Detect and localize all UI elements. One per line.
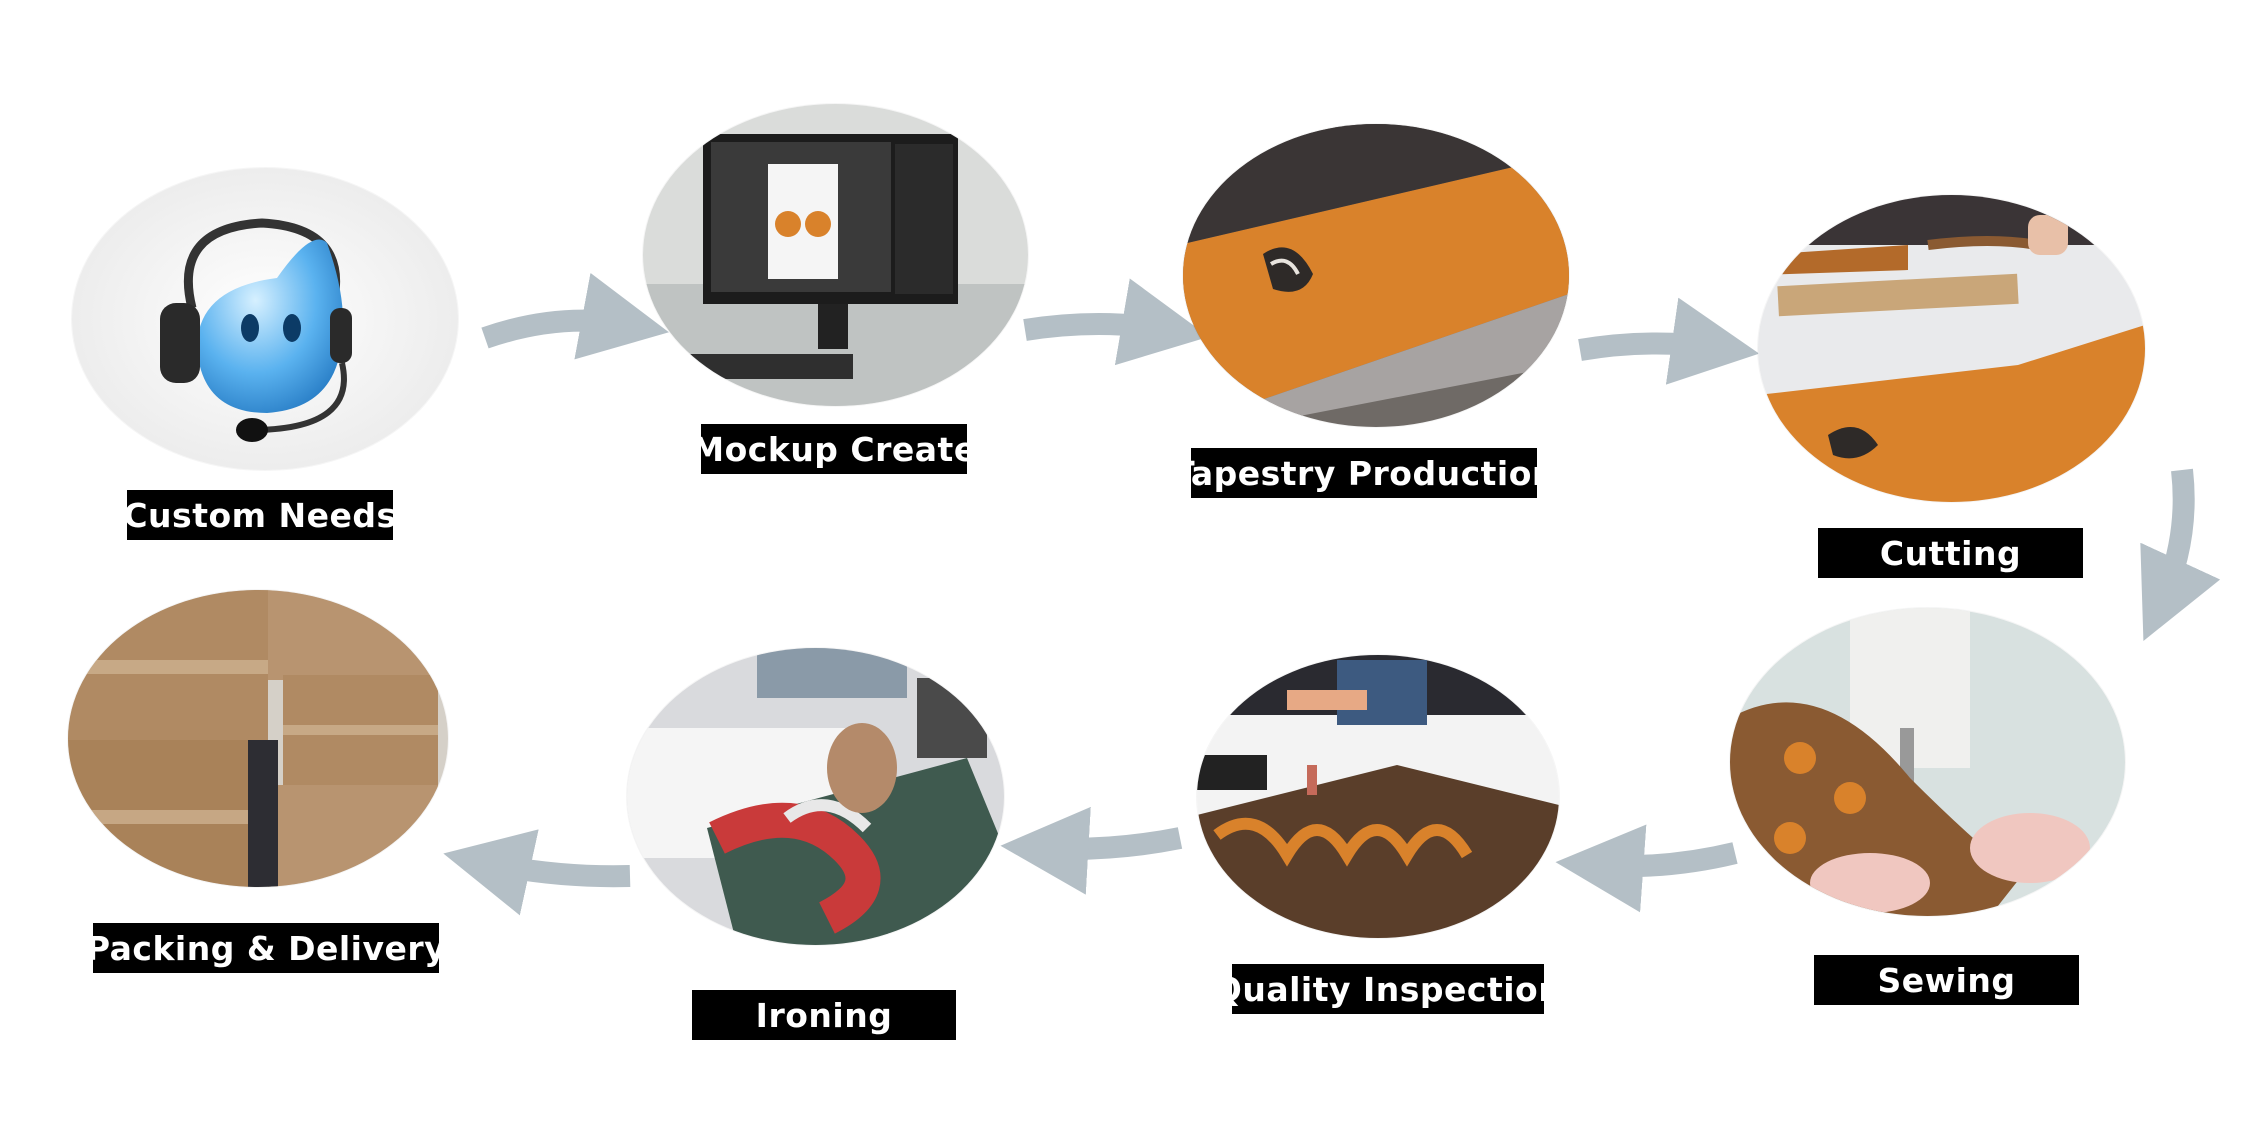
step-label: Tapestry Production bbox=[1172, 448, 1555, 498]
step-label: Packing & Delivery bbox=[86, 923, 446, 973]
ironing-fabric-image bbox=[627, 648, 1004, 945]
step-label: Custom Needs bbox=[123, 490, 396, 540]
step-label: Sewing bbox=[1814, 955, 2079, 1005]
arrow-7 bbox=[443, 829, 631, 916]
arrow-2 bbox=[1023, 278, 1210, 366]
design-monitor-image bbox=[643, 104, 1028, 406]
arrow-4 bbox=[2140, 468, 2221, 641]
cutting-fabric-image bbox=[1758, 195, 2145, 502]
step-label: Quality Inspection bbox=[1214, 964, 1562, 1014]
support-headset-mascot-image bbox=[72, 168, 458, 470]
arrow-5 bbox=[1555, 824, 1738, 913]
step-label: Ironing bbox=[692, 990, 956, 1040]
step-label: Mockup Create bbox=[691, 424, 976, 474]
sewing-machine-image bbox=[1730, 608, 2125, 916]
inspection-table-image bbox=[1197, 655, 1559, 938]
step-label: Cutting bbox=[1818, 528, 2083, 578]
arrow-1 bbox=[481, 272, 669, 360]
shipping-cartons-image bbox=[68, 590, 448, 887]
arrow-6 bbox=[1000, 806, 1183, 895]
weaving-loom-fabric-image bbox=[1183, 124, 1569, 427]
arrow-3 bbox=[1578, 297, 1760, 385]
